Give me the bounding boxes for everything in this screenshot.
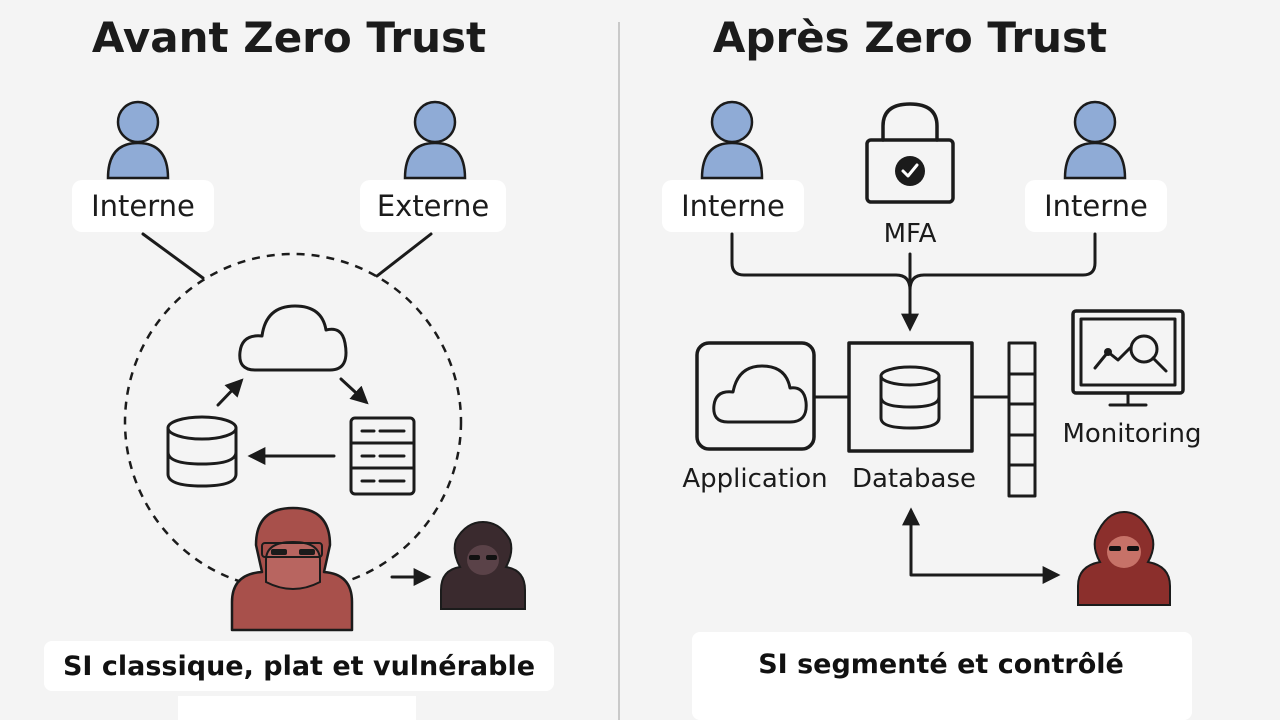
flow-arrow (216, 378, 244, 407)
user-external-label: Externe (377, 189, 489, 223)
user-left-pill (662, 180, 804, 232)
right-title: Après Zero Trust (713, 13, 1107, 62)
connector-line (375, 232, 433, 278)
user-icon (106, 100, 170, 180)
user-external-pill (360, 180, 506, 232)
user-right-pill (1025, 180, 1167, 232)
mfa-label: MFA (884, 219, 937, 249)
left-panel: Avant Zero Trust Interne Externe (44, 13, 554, 720)
right-caption-pill (692, 632, 1192, 720)
right-caption: SI segmenté et contrôlé (758, 649, 1124, 680)
left-caption-underbar (178, 696, 416, 720)
hacker-icon (440, 520, 526, 610)
application-label: Application (682, 464, 827, 494)
left-caption: SI classique, plat et vulnérable (63, 651, 535, 682)
monitoring-label: Monitoring (1062, 419, 1201, 449)
user-right-label: Interne (1044, 189, 1148, 223)
connector-line (141, 232, 205, 280)
cloud-icon (238, 304, 348, 372)
left-title: Avant Zero Trust (92, 13, 486, 62)
connector-line (908, 232, 1097, 292)
firewall-icon (1007, 341, 1037, 498)
application-box (695, 341, 816, 451)
database-icon (166, 415, 238, 488)
monitor-icon (1071, 309, 1185, 407)
hacker-icon (1077, 510, 1171, 606)
right-panel: Après Zero Trust Interne Interne MFA (662, 13, 1202, 720)
left-caption-pill (44, 641, 554, 691)
user-icon (1063, 100, 1127, 180)
database-icon (879, 365, 941, 430)
cloud-icon (712, 364, 808, 424)
database-label: Database (852, 464, 976, 494)
lock-icon (865, 102, 955, 204)
hacker-icon (230, 506, 354, 632)
user-icon (403, 100, 467, 180)
flow-arrow (339, 377, 369, 405)
user-icon (700, 100, 764, 180)
user-left-label: Interne (681, 189, 785, 223)
database-box (847, 341, 974, 453)
user-internal-label: Interne (91, 189, 195, 223)
connector-line (730, 232, 912, 292)
server-icon (349, 416, 416, 496)
user-internal-pill (72, 180, 214, 232)
network-perimeter (123, 252, 463, 592)
